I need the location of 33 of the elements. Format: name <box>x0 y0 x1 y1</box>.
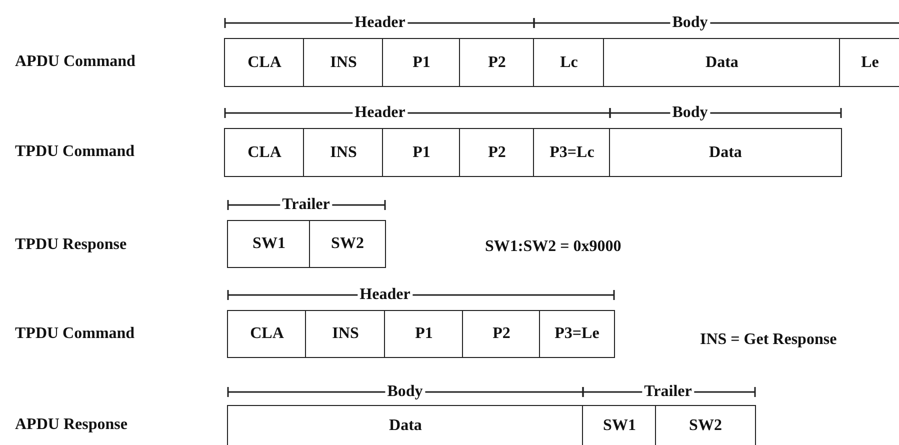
span-label: Body <box>670 14 710 32</box>
field-cell: CLA <box>227 310 307 358</box>
row-label: TPDU Response <box>15 236 127 254</box>
field-cell: P2 <box>462 310 541 358</box>
field-cell: INS <box>303 128 384 177</box>
field-cell: SW2 <box>309 220 386 268</box>
field-cell: CLA <box>224 38 305 87</box>
field-cell: P3=Le <box>539 310 615 358</box>
row-label: APDU Response <box>15 416 128 434</box>
field-cell: Data <box>603 38 841 87</box>
span-label: Body <box>670 104 710 122</box>
span-label: Body <box>385 383 425 401</box>
field-cell: P1 <box>382 128 461 177</box>
field-cell: Lc <box>533 38 605 87</box>
row-label: TPDU Command <box>15 143 135 161</box>
field-cell: P3=Lc <box>533 128 611 177</box>
field-cell: INS <box>305 310 386 358</box>
field-cell: CLA <box>224 128 305 177</box>
note-text: INS = Get Response <box>700 331 837 349</box>
field-cell: P1 <box>382 38 461 87</box>
field-cell: Data <box>609 128 842 177</box>
row-label: APDU Command <box>15 53 136 71</box>
field-cell: P1 <box>384 310 464 358</box>
field-cell: SW2 <box>655 405 756 445</box>
field-cell: P2 <box>459 128 535 177</box>
field-cell: SW1 <box>227 220 311 268</box>
field-cell: P2 <box>459 38 535 87</box>
field-cell: Le <box>839 38 899 87</box>
field-cell: SW1 <box>582 405 657 445</box>
field-cell: INS <box>303 38 384 87</box>
field-cell: Data <box>227 405 584 445</box>
note-text: SW1:SW2 = 0x9000 <box>485 238 622 256</box>
row-label: TPDU Command <box>15 325 135 343</box>
